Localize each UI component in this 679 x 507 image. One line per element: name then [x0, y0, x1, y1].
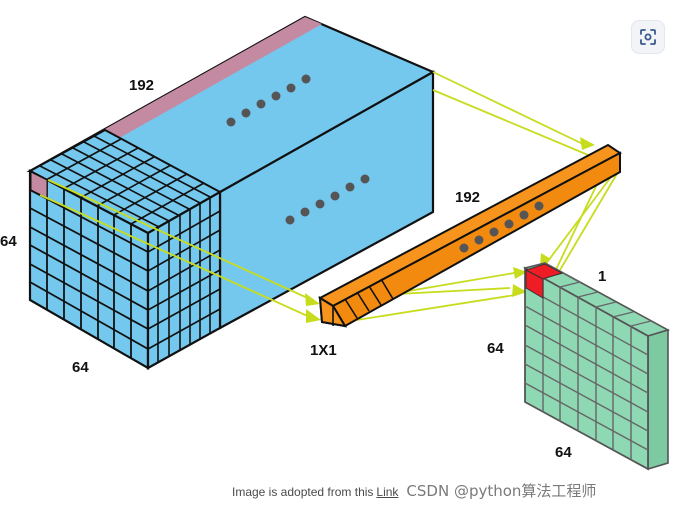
scan-icon	[640, 29, 656, 45]
input-side-grid	[146, 190, 222, 370]
input-top-dots	[226, 74, 311, 127]
input-side-dots	[285, 174, 370, 225]
input-height-label: 64	[0, 233, 17, 250]
arrow-heads	[305, 137, 595, 323]
filter-depth-label: 192	[455, 189, 480, 206]
output-width-label: 64	[555, 444, 572, 461]
connection-arrows	[39, 71, 621, 323]
caption-link[interactable]: Link	[376, 485, 399, 499]
output-feature-map	[522, 262, 671, 471]
output-depth-label: 1	[598, 268, 606, 285]
image-caption: Image is adopted from this Link CSDN @py…	[232, 480, 596, 500]
input-depth-label: 192	[129, 77, 154, 94]
image-scan-button[interactable]	[631, 20, 665, 54]
input-top-grid	[27, 128, 223, 235]
output-height-label: 64	[487, 340, 504, 357]
filter-1x1x192	[317, 143, 622, 328]
csdn-watermark: CSDN @python算法工程师	[406, 482, 597, 500]
input-width-label: 64	[72, 359, 89, 376]
filter-size-label: 1X1	[310, 342, 337, 359]
input-volume	[26, 15, 436, 370]
caption-text: Image is adopted from this	[232, 485, 374, 499]
filter-dots	[459, 201, 544, 253]
